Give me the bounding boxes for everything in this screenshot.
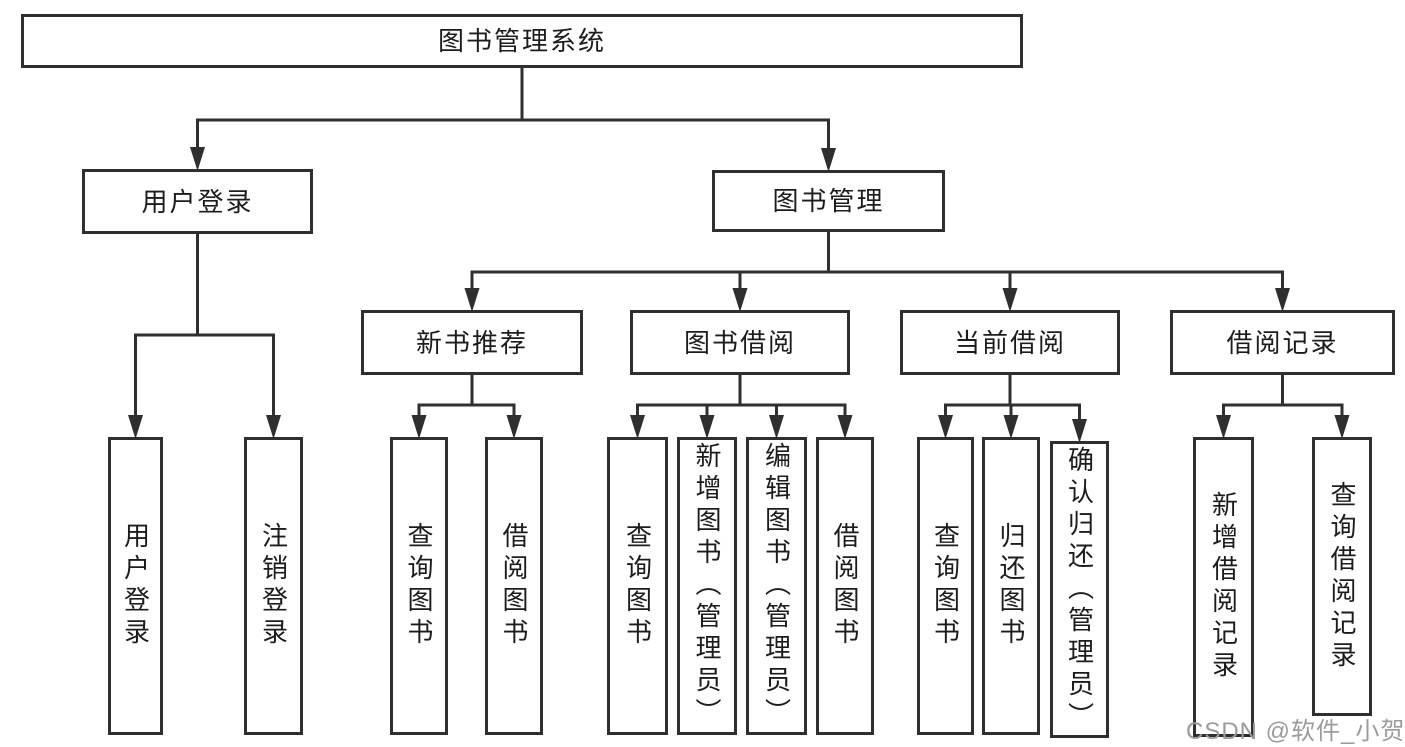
arrowhead-icon [1334,415,1350,439]
arrowhead-icon [190,147,205,171]
node-system-root: 图书管理系统 [21,14,1023,68]
node-label-borrow-books-rec: 借阅图书 [499,522,529,650]
arrowhead-icon [1275,288,1290,312]
node-label-new-book-rec: 新书推荐 [415,327,528,358]
arrowhead-icon [411,415,427,439]
node-label-edit-books-admin: 编辑图书（管理员） [761,442,792,730]
node-book-borrow: 图书借阅 [630,310,850,375]
node-label-user-login-group: 用户登录 [141,186,254,217]
node-label-return-books: 归还图书 [996,522,1026,650]
arrowhead-icon [938,415,953,439]
node-book-mgmt: 图书管理 [712,170,945,232]
node-query-books-current: 查询图书 [917,437,974,735]
node-add-borrow-record: 新增借阅记录 [1193,437,1254,737]
node-user-login: 用户登录 [108,437,163,735]
arrowhead-icon [1072,419,1087,443]
node-label-add-borrow-record: 新增借阅记录 [1208,491,1239,683]
node-label-book-mgmt: 图书管理 [772,186,885,216]
arrowhead-icon [506,415,522,439]
node-label-add-books-admin: 新增图书（管理员） [692,442,722,730]
arrowhead-icon [699,415,715,439]
node-borrow-records: 借阅记录 [1170,310,1395,375]
arrowhead-icon [732,288,748,312]
node-return-books: 归还图书 [982,437,1040,735]
node-label-query-books-borrow: 查询图书 [622,522,653,650]
arrowhead-icon [821,148,836,172]
node-label-current-borrow: 当前借阅 [953,327,1066,358]
node-label-user-login: 用户登录 [120,522,151,650]
arrowhead-icon [1216,415,1231,439]
node-label-logout: 注销登录 [258,522,289,650]
node-current-borrow: 当前借阅 [900,310,1120,375]
node-query-books-borrow: 查询图书 [607,437,668,735]
node-label-borrow-records: 借阅记录 [1226,327,1339,358]
node-borrow-books-rec: 借阅图书 [485,437,543,735]
arrowhead-icon [266,415,281,439]
arrowhead-icon [630,415,645,439]
node-label-query-books-current: 查询图书 [930,522,961,650]
node-confirm-return-admin: 确认归还（管理员） [1050,441,1109,738]
node-new-book-rec: 新书推荐 [361,310,583,375]
node-edit-books-admin: 编辑图书（管理员） [746,437,807,735]
arrowhead-icon [837,415,853,439]
node-user-login-group: 用户登录 [82,169,313,234]
node-label-confirm-return-admin: 确认归还（管理员） [1064,445,1095,734]
csdn-watermark: CSDN @软件_小贺同学 [1186,718,1405,745]
node-label-query-books-rec: 查询图书 [404,522,434,650]
node-query-books-rec: 查询图书 [390,437,448,735]
arrowhead-icon [769,415,784,439]
arrowhead-icon [128,415,143,439]
arrowhead-icon [1002,288,1018,312]
node-label-borrow-books-borrow: 借阅图书 [830,522,860,650]
node-borrow-books-borrow: 借阅图书 [816,437,874,735]
node-query-borrow-record: 查询借阅记录 [1312,437,1372,716]
node-label-system-root: 图书管理系统 [437,26,606,56]
node-logout: 注销登录 [244,437,303,735]
node-label-book-borrow: 图书借阅 [683,327,796,358]
arrowhead-icon [464,288,480,312]
node-label-query-borrow-record: 查询借阅记录 [1327,480,1357,673]
node-add-books-admin: 新增图书（管理员） [677,437,737,735]
arrowhead-icon [1003,415,1019,439]
